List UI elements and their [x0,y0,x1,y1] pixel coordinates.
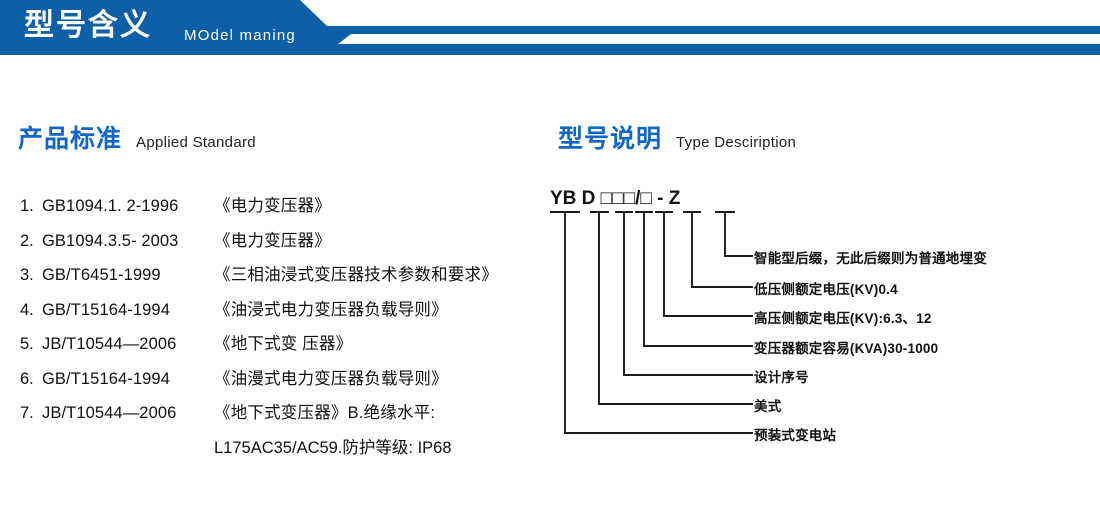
legend-item-7: 预装式变电站 [754,428,837,443]
banner-title: 型号含义 [24,9,152,42]
standard-code: GB/T15164-1994 [42,369,170,388]
banner-subtitle: MOdel maning [184,27,296,44]
leader-line-4 [643,211,753,347]
legend-item-4: 变压器额定容易(KVA)30-1000 [754,341,939,356]
type-code-string: YB D □□□/□ - Z [550,188,681,209]
leader-line-2 [691,211,753,288]
standard-name: 《油漫式电力变压器负载导则》 [214,369,448,388]
standard-item: 6. GB/T15164-1994 《油漫式电力变压器负载导则》 [20,365,540,400]
standard-continuation-text: L175AC35/AC59.防护等级: IP68 [214,438,452,457]
leader-line-3 [663,211,753,317]
section-heading-en: Applied Standard [136,134,256,151]
standard-name: 《三相油浸式变压器技术参数和要求》 [214,266,498,284]
leader-line-5 [623,211,753,376]
standard-code: JB/T10544—2006 [42,404,177,422]
banner-polygon [0,0,1100,55]
section-heading-cn: 型号说明 [558,125,663,153]
standard-continuation-row: L175AC35/AC59.防护等级: IP68 [20,434,540,469]
section-heading-cn: 产品标准 [18,125,123,153]
type-code-diagram: YB D □□□/□ - Z [548,188,1100,448]
standard-index: 7. [20,404,34,422]
standard-name: 《电力变压器》 [214,231,331,250]
standard-index: 2. [20,231,34,250]
standard-code: JB/T10544—2006 [42,335,177,353]
standard-item: 2. GB1094.3.5- 2003 《电力变压器》 [20,227,540,262]
section-heading-type-description: 型号说明 Type Desciription [558,119,796,155]
legend-item-5: 设计序号 [754,370,809,385]
standard-code: GB/T6451-1999 [42,266,161,284]
standard-item: 4. GB/T15164-1994 《油浸式电力变压器负载导则》 [20,296,540,331]
standard-index: 3. [20,266,34,284]
legend-item-1: 智能型后缀，无此后缀则为普通地埋变 [754,251,987,266]
standard-item: 7. JB/T10544—2006 《地下式变压器》B.绝缘水平: [20,399,540,434]
legend-item-6: 美式 [754,399,782,414]
standard-item: 3. GB/T6451-1999 《三相油浸式变压器技术参数和要求》 [20,261,540,296]
standard-name: 《地下式变压器》B.绝缘水平: [214,404,436,422]
legend-item-2: 低压侧额定电压(KV)0.4 [754,282,898,297]
legend-item-3: 高压侧额定电压(KV):6.3、12 [754,311,932,326]
section-heading-applied-standard: 产品标准 Applied Standard [18,119,256,155]
leader-line-6 [598,211,753,405]
standard-name: 《油浸式电力变压器负载导则》 [214,300,448,319]
standard-code: GB1094.1. 2-1996 [42,197,179,215]
standards-list: 1. GB1094.1. 2-1996 《电力变压器》 2. GB1094.3.… [20,192,540,468]
standard-code: GB1094.3.5- 2003 [42,231,179,250]
standard-name: 《电力变压器》 [214,197,331,215]
standard-item: 1. GB1094.1. 2-1996 《电力变压器》 [20,192,540,227]
standard-item: 5. JB/T10544—2006 《地下式变 压器》 [20,330,540,365]
banner-shape [0,0,1100,55]
section-heading-en: Type Desciription [676,134,797,151]
standard-name: 《地下式变 压器》 [214,335,353,353]
standard-code: GB/T15164-1994 [42,300,170,319]
standard-index: 6. [20,369,34,388]
standard-index: 4. [20,300,34,319]
standard-index: 1. [20,197,34,215]
leader-lines [550,211,753,434]
page-header-banner: 型号含义 MOdel maning [0,0,1100,58]
leader-line-7 [564,211,753,434]
leader-line-1 [724,211,753,257]
standard-index: 5. [20,335,34,353]
